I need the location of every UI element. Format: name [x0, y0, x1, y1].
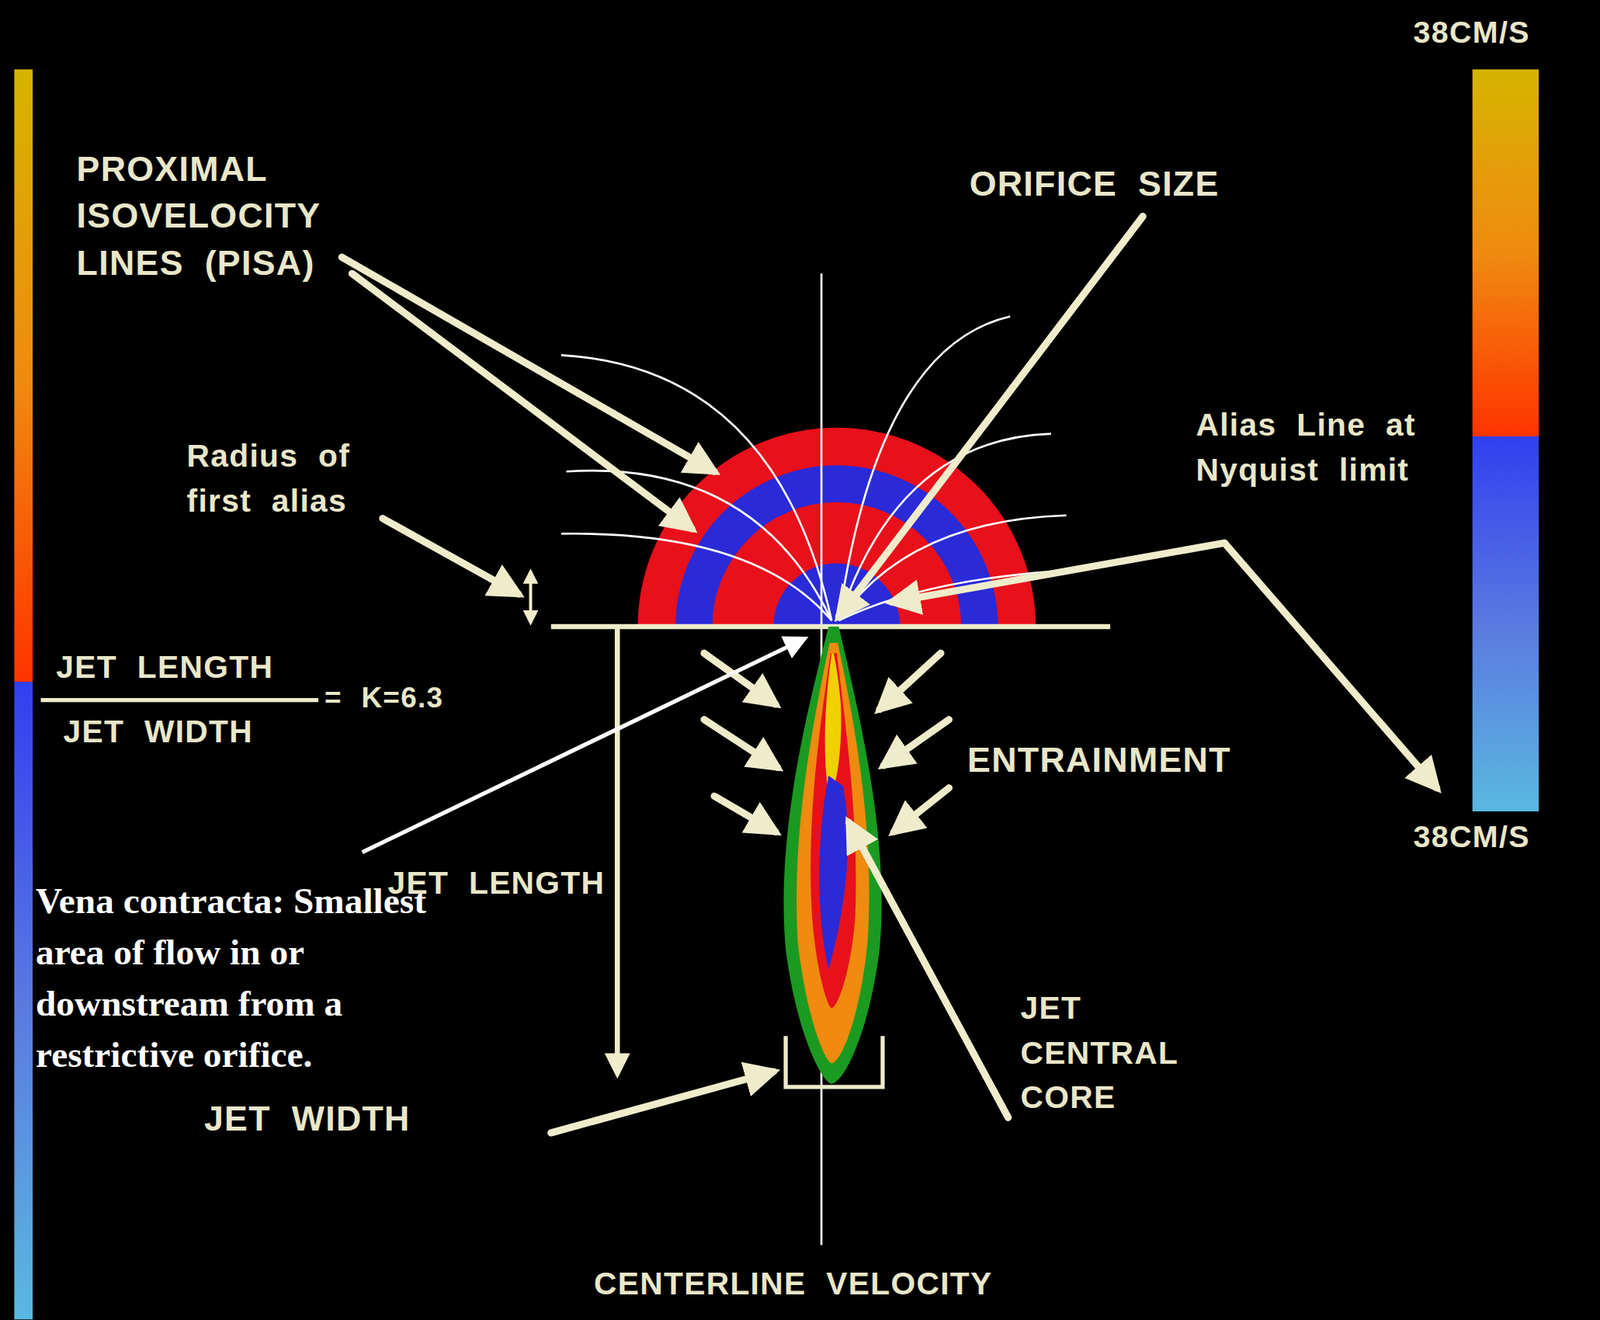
radius-arrow [529, 571, 533, 623]
formula-value: = K=6.3 [324, 679, 509, 716]
formula-term: JET LENGTH [55, 646, 322, 688]
scale-label: 38CM/S [1412, 818, 1592, 855]
leader-arrows [341, 216, 1437, 1133]
callout-label: JET LENGTH [387, 863, 632, 905]
callout-label: Alias Line at Nyquist limit [1195, 402, 1451, 493]
jet-width-bracket [785, 1035, 883, 1087]
callout-label: Radius of first alias [187, 433, 366, 525]
callout-label: PROXIMAL ISOVELOCITY LINES (PISA) [76, 145, 383, 286]
scale-label: 38CM/S [1412, 13, 1592, 51]
vena-contracta-arrow [362, 638, 805, 853]
axis-label: CENTERLINE VELOCITY [593, 1263, 1084, 1305]
callout-label: ORIFICE SIZE [969, 163, 1266, 205]
streamlines [561, 315, 1067, 621]
color-scale-bar [1472, 69, 1539, 812]
jet-length-arrow [614, 628, 621, 1074]
fraction-bar [41, 697, 320, 702]
formula-term: JET WIDTH [62, 711, 319, 753]
definition-note: Vena contracta: Smallest area of flow in… [35, 875, 465, 1080]
callout-label: JET CENTRAL CORE [1020, 985, 1215, 1122]
callout-label: JET WIDTH [204, 1097, 470, 1139]
callout-label: ENTRAINMENT [967, 739, 1274, 781]
color-scale-bar [13, 69, 33, 1319]
